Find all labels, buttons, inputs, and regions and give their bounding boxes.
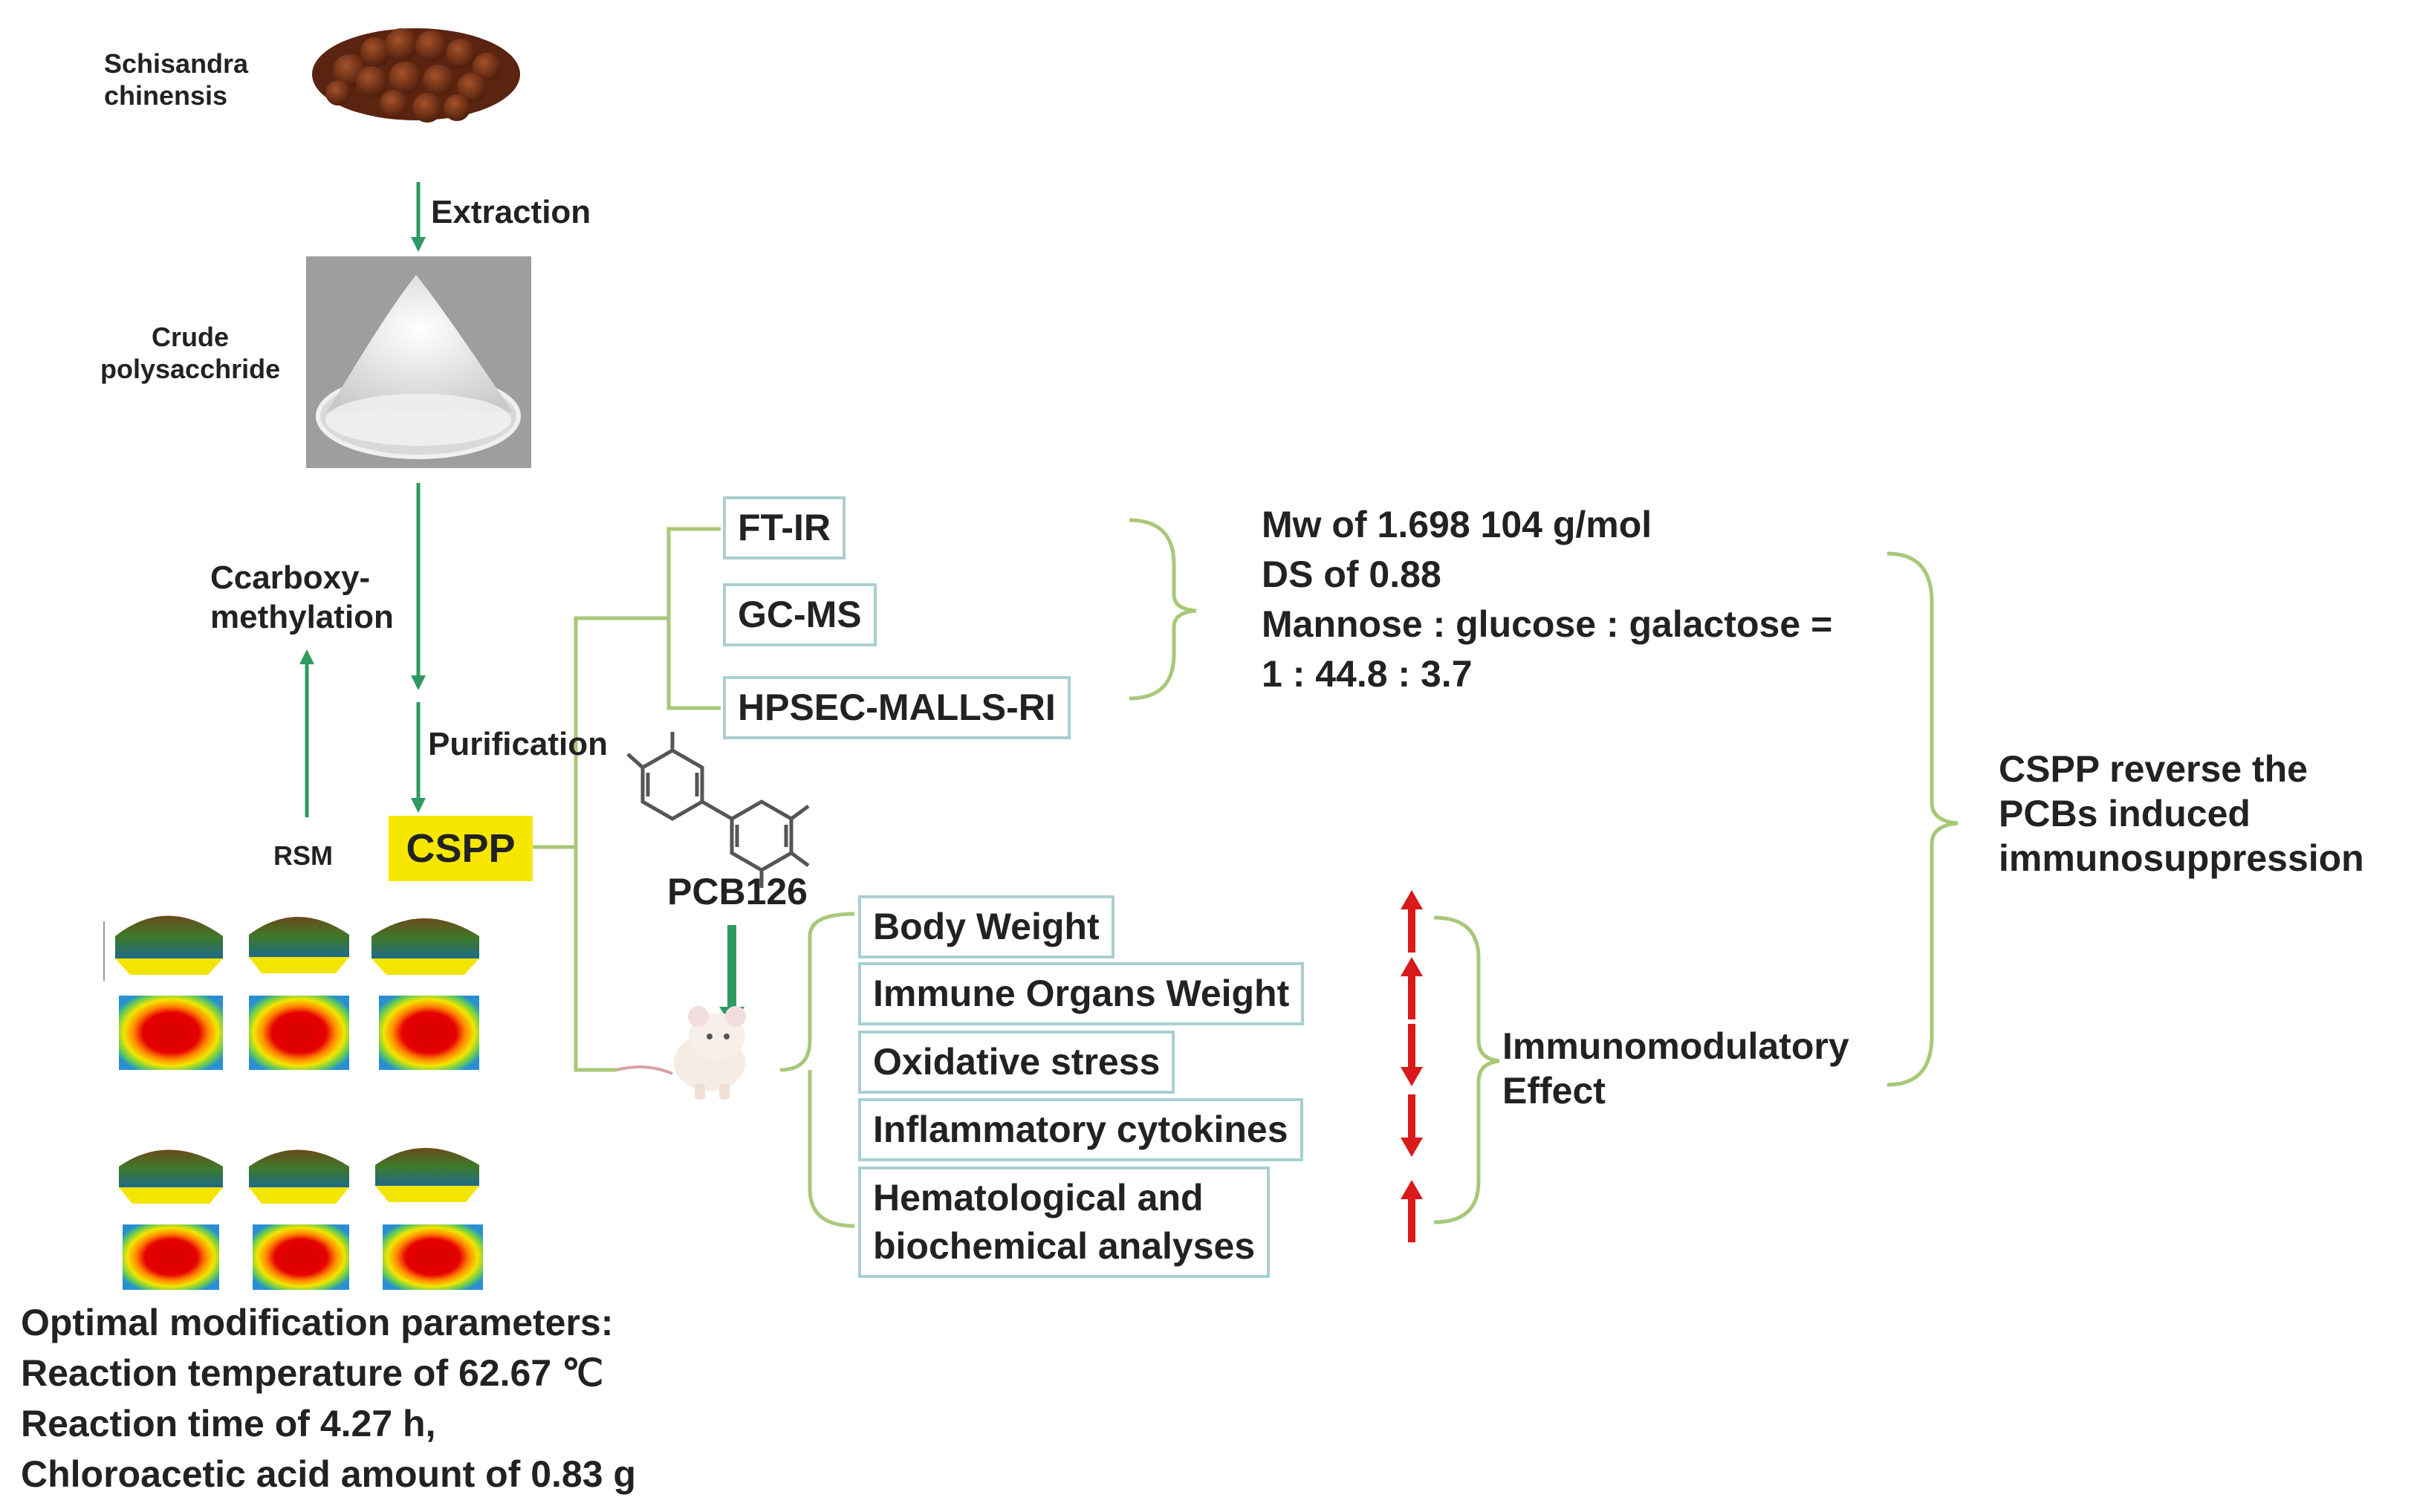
assay-box-inflammatory: Inflammatory cytokines bbox=[858, 1098, 1303, 1161]
crude-polysaccharide-label: Crude polysacchride bbox=[100, 322, 281, 385]
result-ratio: 1 : 44.8 : 3.7 bbox=[1262, 653, 1473, 695]
pcb126-label: PCB126 bbox=[667, 871, 808, 912]
schisandra-berries-image bbox=[312, 28, 520, 123]
conclusion-bracket bbox=[1886, 551, 1959, 1087]
brackets bbox=[531, 518, 1959, 1228]
direction-arrow-down bbox=[1401, 1094, 1423, 1157]
optimal-line-time: Reaction time of 4.27 h, bbox=[21, 1403, 436, 1444]
crude-polysaccharide-image bbox=[306, 256, 531, 468]
method-box-hpsec: HPSEC-MALLS-RI bbox=[723, 676, 1071, 739]
optimal-line-temperature: Reaction temperature of 62.67 ℃ bbox=[21, 1352, 604, 1394]
mouse-illustration bbox=[616, 1006, 746, 1100]
cspp-upper-branch bbox=[531, 616, 624, 849]
direction-arrow-down bbox=[1401, 1024, 1423, 1086]
carboxymethylation-label: Ccarboxy- methylation bbox=[210, 559, 394, 635]
immunomodulatory-effect-label: Immunomodulatory Effect bbox=[1502, 1025, 1849, 1112]
method-box-gcms: GC-MS bbox=[723, 583, 877, 646]
result-mw: Mw of 1.698 104 g/mol bbox=[1262, 504, 1652, 545]
methods-bracket bbox=[666, 527, 721, 710]
optimal-heading: Optimal modification parameters: bbox=[21, 1302, 614, 1343]
schisandra-label: Schisandra chinensis bbox=[104, 48, 249, 111]
conclusion-label: CSPP reverse the PCBs induced immunosupp… bbox=[1999, 748, 2364, 879]
direction-arrows bbox=[1401, 890, 1423, 1242]
cspp-highlight-box: CSPP bbox=[389, 816, 533, 881]
rsm-surface-plots bbox=[103, 915, 483, 1290]
assays-bracket-top bbox=[779, 912, 855, 1072]
method-box-ftir: FT-IR bbox=[723, 496, 846, 559]
result-ds: DS of 0.88 bbox=[1262, 554, 1441, 595]
direction-arrow-up bbox=[1401, 957, 1423, 1019]
assay-box-oxidative-stress: Oxidative stress bbox=[858, 1031, 1175, 1094]
assay-box-body-weight: Body Weight bbox=[858, 895, 1114, 958]
extraction-label: Extraction bbox=[431, 194, 591, 230]
cspp-lower-branch bbox=[574, 847, 617, 1072]
rsm-label: RSM bbox=[273, 840, 333, 871]
direction-arrow-up bbox=[1401, 1180, 1423, 1242]
result-monosaccharide: Mannose : glucose : galactose = bbox=[1262, 603, 1833, 645]
effect-bracket bbox=[1433, 915, 1500, 1224]
direction-arrow-up bbox=[1401, 890, 1423, 953]
results-bracket bbox=[1129, 518, 1197, 701]
assay-box-hematological: Hematological and biochemical analyses bbox=[858, 1167, 1271, 1278]
assay-box-immune-organs: Immune Organs Weight bbox=[858, 962, 1305, 1025]
optimal-line-chloroacetic: Chloroacetic acid amount of 0.83 g bbox=[21, 1453, 636, 1495]
pcb126-structure bbox=[626, 732, 810, 888]
purification-label: Purification bbox=[428, 726, 609, 762]
